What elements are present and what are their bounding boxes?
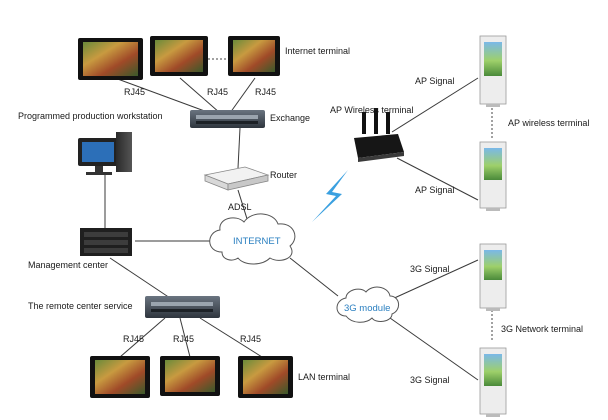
- label-remote-center-service: The remote center service: [28, 301, 133, 311]
- 3g-kiosk-bottom: [479, 347, 507, 417]
- lan-terminal-monitor-2: [160, 356, 220, 396]
- 3g-module-cloud: [336, 286, 399, 323]
- label-management-center: Management center: [28, 260, 108, 270]
- 3g-kiosk-top: [479, 243, 507, 311]
- exchange-switch: [190, 110, 265, 128]
- connection-lines: [104, 58, 493, 381]
- label-adsl: ADSL: [228, 202, 252, 212]
- ap-kiosk-bottom: [479, 141, 507, 211]
- label-ap-signal-bottom: AP Signal: [415, 185, 454, 195]
- label-internet: INTERNET: [233, 236, 281, 247]
- label-rj45-bottom-3: RJ45: [240, 334, 261, 344]
- label-ap-signal-top: AP Signal: [415, 76, 454, 86]
- label-router: Router: [270, 170, 297, 180]
- wireless-lightning-icon: [312, 170, 348, 222]
- ap-kiosk-top: [479, 35, 507, 107]
- label-3g-network-terminal: 3G Network terminal: [501, 324, 583, 334]
- internet-terminal-monitor-2: [150, 36, 208, 76]
- label-ap-wireless-terminal-router: AP Wireless terminal: [330, 105, 413, 115]
- ap-wireless-router: [354, 108, 404, 162]
- label-rj45-top-3: RJ45: [255, 87, 276, 97]
- internet-terminal-monitor-1: [78, 38, 143, 80]
- label-3g-signal-bottom: 3G Signal: [410, 375, 450, 385]
- management-server: [80, 228, 132, 256]
- router-device: [203, 166, 270, 191]
- lan-terminal-monitor-1: [90, 356, 150, 398]
- internet-terminal-monitor-3: [228, 36, 280, 76]
- label-programmed-workstation: Programmed production workstation: [18, 111, 163, 121]
- label-exchange: Exchange: [270, 113, 310, 123]
- label-rj45-bottom-2: RJ45: [173, 334, 194, 344]
- label-lan-terminal: LAN terminal: [298, 372, 350, 382]
- label-internet-terminal: Internet terminal: [285, 46, 350, 56]
- label-3g-signal-top: 3G Signal: [410, 264, 450, 274]
- label-3g-module: 3G module: [344, 303, 390, 314]
- label-rj45-top-1: RJ45: [124, 87, 145, 97]
- label-rj45-top-2: RJ45: [207, 87, 228, 97]
- remote-center-switch: [145, 296, 220, 318]
- label-rj45-bottom-1: RJ45: [123, 334, 144, 344]
- label-ap-wireless-terminal: AP wireless terminal: [508, 118, 589, 128]
- internet-cloud: [209, 213, 296, 265]
- workstation-computer: [78, 132, 132, 175]
- lan-terminal-monitor-3: [238, 356, 293, 398]
